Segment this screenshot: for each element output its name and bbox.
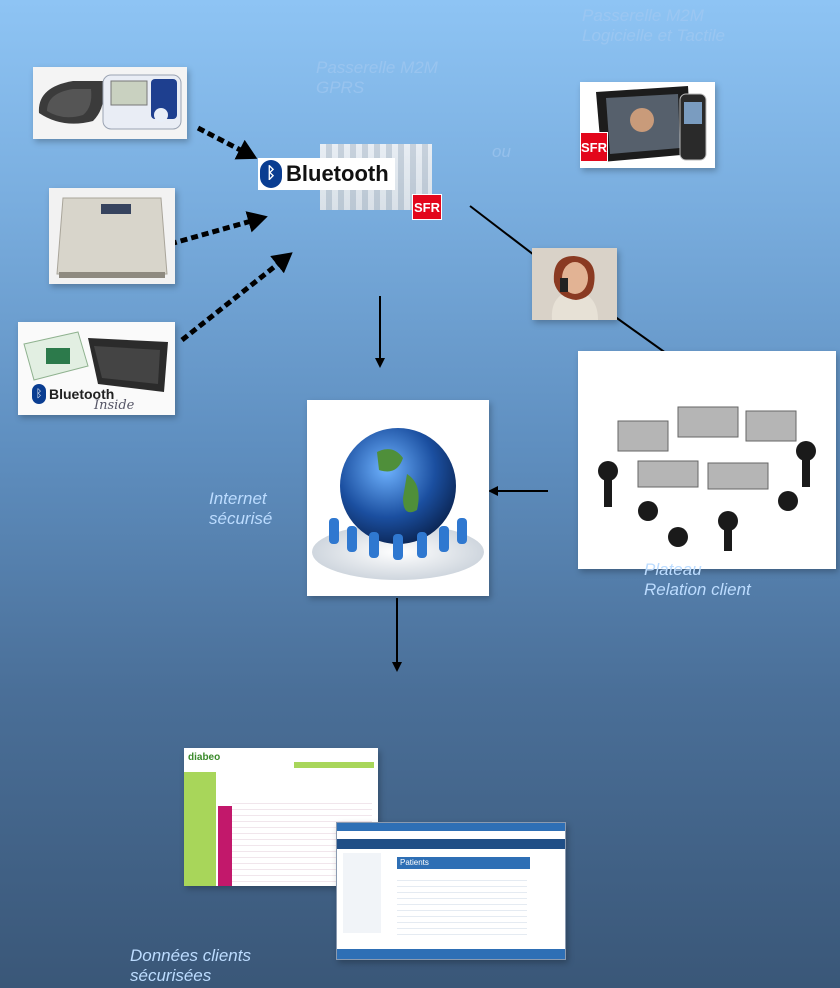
portal-header [337, 839, 565, 849]
bluetooth-inside-logo: ᛒ Bluetooth [32, 384, 114, 404]
call-center-operator-image [532, 248, 617, 320]
bluetooth-logo: ᛒ Bluetooth [258, 158, 395, 190]
ou-label: ou [492, 142, 511, 161]
sfr-logo-gateway: SFR [412, 194, 442, 220]
plateau-label: Plateau Relation client [644, 560, 751, 599]
gateway-tablet-label: Passerelle M2M Logicielle et Tactile [582, 6, 726, 45]
diabeo-header-bar [294, 762, 374, 768]
office-plateau-image [578, 351, 836, 569]
portal-sidebar [343, 853, 381, 933]
diabeo-sidebar [184, 772, 216, 886]
gateway-gprs-label: Passerelle M2M GPRS [316, 58, 438, 97]
portal-window-titlebar [337, 823, 565, 831]
bluetooth-text: Bluetooth [286, 161, 389, 186]
secure-internet-globe-image [307, 400, 489, 596]
secure-data-label: Données clients sécurisées [130, 946, 251, 985]
arrow-bp-to-gateway [196, 125, 258, 160]
blood-pressure-monitor-image [33, 67, 187, 139]
arrow-bt-device-to-gateway [180, 252, 293, 342]
weight-scale-image [49, 188, 175, 284]
bluetooth-rune-icon: ᛒ [32, 384, 46, 404]
diabeo-date-column [218, 806, 232, 886]
patient-portal-screenshot: Patients [336, 822, 566, 960]
portal-title: Patients [397, 857, 530, 869]
inside-script-text: Inside [94, 398, 135, 413]
gprs-gateway: ᛒ Bluetooth SFR [258, 144, 444, 220]
sfr-logo-tablet: SFR [580, 132, 608, 162]
arrow-scale-to-gateway [169, 211, 268, 247]
bluetooth-bp-device-image: ᛒ Bluetooth Inside [18, 322, 175, 415]
internet-label: Internet sécurisé [209, 489, 273, 528]
portal-patient-table [397, 875, 527, 937]
portal-footer [337, 949, 565, 959]
bluetooth-inside-text: Bluetooth [49, 386, 115, 402]
line-gateway-to-phone [469, 205, 539, 259]
bluetooth-rune-icon: ᛒ [260, 160, 282, 188]
tablet-phone-image: SFR [580, 82, 715, 168]
diabeo-logo: diabeo [188, 752, 221, 763]
